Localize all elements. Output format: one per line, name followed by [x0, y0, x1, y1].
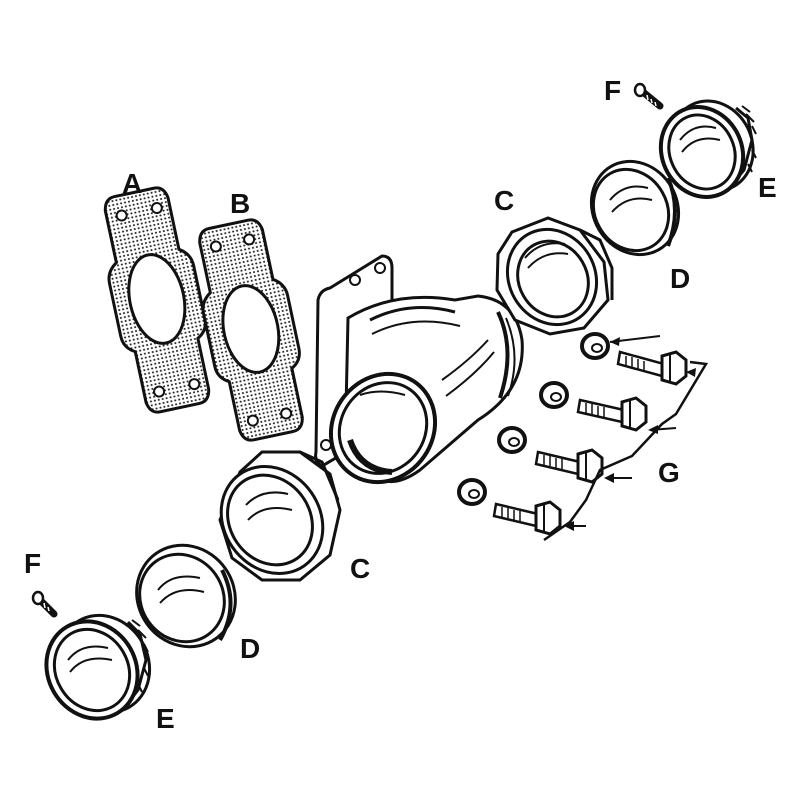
label-e-upper: E: [758, 172, 777, 203]
label-b: B: [230, 188, 250, 219]
label-c-upper: C: [494, 185, 514, 216]
hex-nut-c-upper: [495, 216, 614, 336]
ring-d-upper: [589, 159, 681, 257]
g-bracket: [543, 360, 709, 542]
label-e-lower: E: [156, 703, 175, 734]
y-pipe-body: [314, 254, 524, 485]
label-f-upper: F: [604, 75, 621, 106]
label-a: A: [122, 168, 142, 199]
bolt-3: [534, 448, 604, 484]
gasket-b: [198, 218, 304, 442]
lock-washer-4: [457, 478, 487, 506]
bolt-1: [616, 350, 688, 386]
lock-washer-3: [497, 426, 527, 454]
screw-f-upper: [633, 82, 664, 110]
label-f-lower: F: [24, 548, 41, 579]
label-d-upper: D: [670, 263, 690, 294]
bolt-2: [576, 396, 648, 432]
hex-nut-c-lower: [218, 450, 342, 582]
adaptor-e-lower: [44, 613, 152, 721]
gasket-a: [103, 186, 211, 414]
lock-washer-1: [580, 332, 610, 360]
label-d-lower: D: [240, 633, 260, 664]
bolt-4: [492, 500, 562, 536]
label-c-lower: C: [350, 553, 370, 584]
screw-f-lower: [31, 590, 58, 618]
adaptor-e-upper: [658, 99, 757, 199]
label-g: G: [658, 457, 680, 488]
bolt-set-g: [457, 332, 709, 542]
ring-d-lower: [135, 543, 237, 649]
lock-washer-2: [539, 381, 569, 409]
